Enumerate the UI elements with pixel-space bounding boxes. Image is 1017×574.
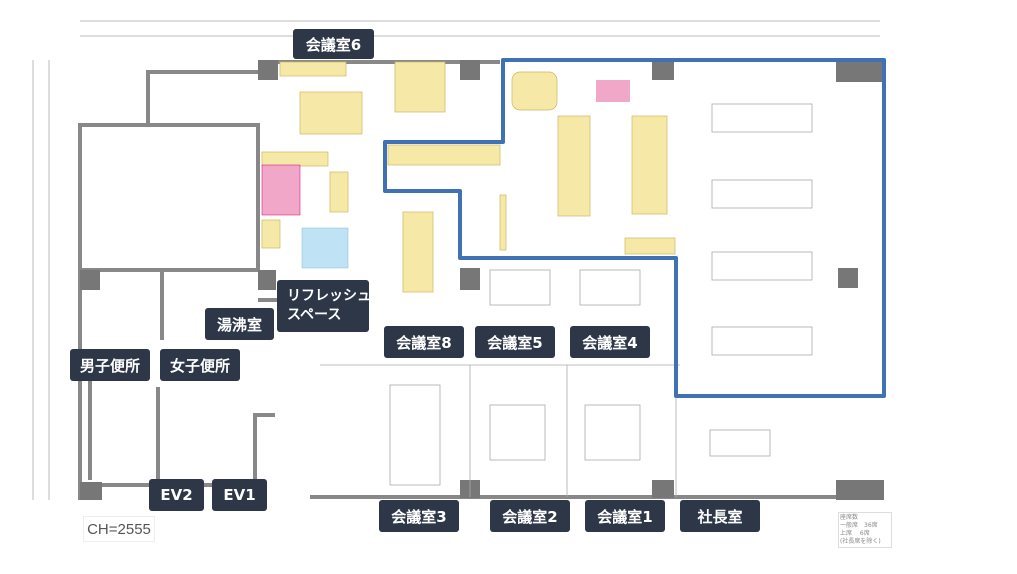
seat-summary: 座席数 一般席 36席 上席 6席 (社長席を除く)	[838, 512, 892, 548]
label-meeting-room-4: 会議室4	[570, 326, 650, 358]
label-meeting-room-5: 会議室5	[475, 326, 555, 358]
furniture	[261, 61, 676, 293]
office-desks	[320, 103, 813, 497]
blue-chairs	[301, 227, 349, 269]
highlight-area	[383, 58, 886, 398]
label-ev2: EV2	[149, 479, 204, 511]
label-refresh-line2: スペース	[287, 307, 342, 323]
pink-desk	[596, 80, 630, 102]
columns	[80, 60, 884, 500]
label-meeting-room-2: 会議室2	[490, 500, 570, 532]
label-refresh-line1: リフレッシュ	[287, 288, 371, 304]
label-meeting-room-6: 会議室6	[293, 29, 374, 59]
label-womens-toilet: 女子便所	[160, 349, 240, 381]
ceiling-height-note: CH=2555	[83, 516, 155, 542]
label-refresh-space: リフレッシュ スペース	[277, 280, 371, 332]
sofa	[261, 164, 301, 216]
seat-summary-general: 一般席 36席	[840, 522, 878, 529]
seat-summary-title: 座席数	[840, 514, 859, 521]
seat-summary-senior: 上席 6席	[840, 530, 870, 537]
dimension-lines	[32, 20, 880, 500]
label-kitchen: 湯沸室	[205, 308, 274, 340]
label-mens-toilet: 男子便所	[70, 349, 150, 381]
label-meeting-room-3: 会議室3	[379, 500, 459, 532]
label-president-office: 社長室	[680, 500, 760, 532]
label-meeting-room-8: 会議室8	[384, 326, 464, 358]
label-ev1: EV1	[212, 479, 267, 511]
label-meeting-room-1: 会議室1	[585, 500, 665, 532]
seat-summary-note: (社長席を除く)	[840, 538, 881, 545]
